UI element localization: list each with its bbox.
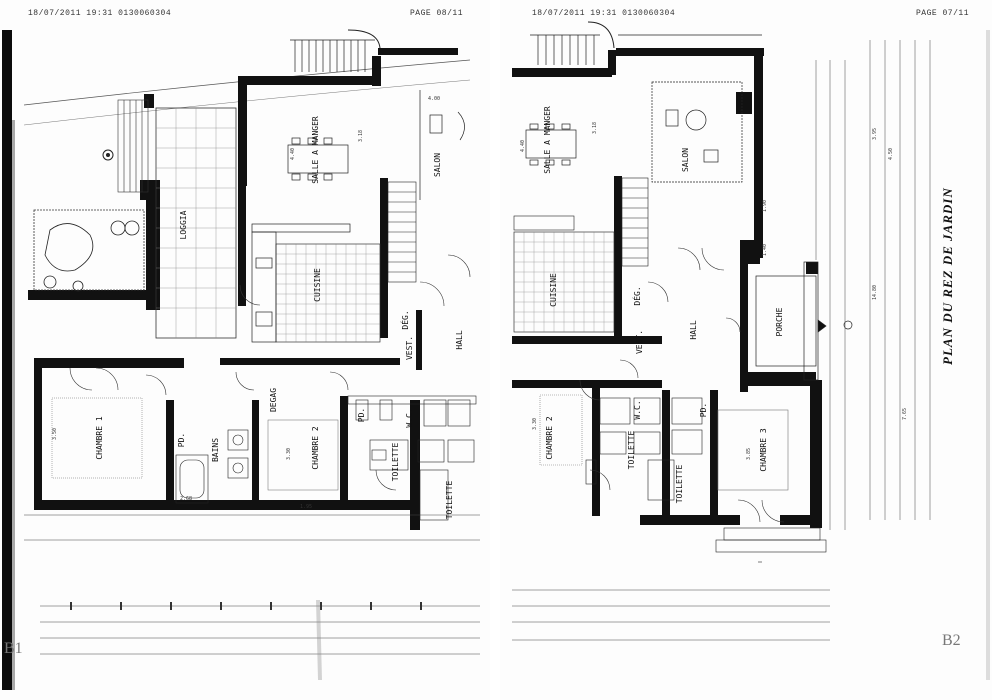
- room-label-wc: W.C.: [633, 400, 642, 419]
- room-label-toilette-1: TOILETTE: [627, 431, 636, 470]
- dim-label: 4.40: [290, 148, 296, 160]
- sheet-id: B1: [4, 640, 23, 657]
- plan-title-text: PLAN DU REZ DE JARDIN: [940, 187, 955, 365]
- room-label-toilette-1: TOILETTE: [391, 443, 400, 482]
- room-label-chambre2: CHAMBRE 2: [545, 416, 554, 460]
- room-label-pd-1: PD.: [177, 433, 186, 447]
- page-label: PAGE 07/11: [916, 9, 970, 18]
- dim-label: 3.30: [286, 448, 292, 460]
- dim-label: 1.95: [300, 504, 312, 510]
- dim-label: 3.95: [872, 128, 878, 140]
- dim-label: 3.50: [52, 428, 58, 440]
- dim-label: 4.40: [520, 140, 526, 152]
- room-label-salon: SALON: [433, 153, 442, 177]
- room-label-porche: PORCHE: [775, 307, 784, 336]
- room-label-chambre1: CHAMBRE 1: [95, 416, 104, 460]
- dim-label: 7.65: [902, 408, 908, 420]
- room-label-toilette-2: TOILETTE: [675, 465, 684, 504]
- room-label-pd-2: PD.: [357, 408, 366, 422]
- room-label-wc: W.C.: [405, 408, 414, 427]
- page-label: PAGE 08/11: [410, 9, 464, 18]
- dim-label: 2.68: [180, 496, 192, 502]
- dim-label: 14.80: [872, 285, 878, 300]
- room-label-deg: DÉG.: [399, 310, 410, 329]
- sheet-id: B2: [942, 632, 961, 649]
- dim-label: 3.18: [592, 122, 598, 134]
- room-label-salle-a-manger: SALLE A MANGER: [543, 106, 552, 174]
- floor-plan-left: SALLE A MANGER SALON LOGGIA CUISINE DÉG.…: [2, 29, 480, 690]
- plan-title: PLAN DU REZ DE JARDIN: [926, 185, 966, 375]
- room-label-chambre2: CHAMBRE 2: [311, 426, 320, 470]
- room-label-pd: PD.: [699, 403, 708, 417]
- plan-sheet-right: 18/07/2011 19:31 0130060304 PAGE 07/11: [500, 0, 992, 700]
- fax-header: 18/07/2011 19:31 0130060304: [28, 9, 172, 18]
- room-label-salon: SALON: [681, 148, 690, 172]
- room-label-vest: VEST.: [635, 330, 644, 354]
- room-label-deg: DÉG.: [631, 286, 642, 305]
- plan-sheet-left: 18/07/2011 19:31 0130060304 PAGE 08/11: [0, 0, 490, 700]
- room-label-cuisine: CUISINE: [313, 268, 322, 302]
- room-label-toilette-2: TOILETTE: [445, 481, 454, 520]
- fax-header: 18/07/2011 19:31 0130060304: [532, 9, 676, 18]
- dim-label: 1.40: [762, 244, 768, 256]
- dim-label: 3.18: [358, 130, 364, 142]
- dim-label: 4.00: [428, 96, 440, 102]
- dim-label: 3.85: [746, 448, 752, 460]
- room-label-vest: VEST.: [405, 336, 414, 360]
- room-label-hall: HALL: [455, 330, 464, 349]
- dim-label: 4.50: [888, 148, 894, 160]
- room-label-salle-a-manger: SALLE A MANGER: [311, 116, 320, 184]
- room-label-bains: BAINS: [211, 438, 220, 462]
- room-label-cuisine: CUISINE: [549, 273, 558, 307]
- room-label-loggia: LOGGIA: [179, 210, 188, 239]
- dim-label: 1.90: [762, 200, 768, 212]
- room-label-hall: HALL: [689, 320, 698, 339]
- floor-plan-right: SALLE A MANGER SALON CUISINE DÉG. HALL P…: [512, 21, 990, 680]
- room-label-degag: DEGAG: [269, 388, 278, 412]
- dim-label: 3.30: [532, 418, 538, 430]
- room-label-chambre3: CHAMBRE 3: [759, 428, 768, 472]
